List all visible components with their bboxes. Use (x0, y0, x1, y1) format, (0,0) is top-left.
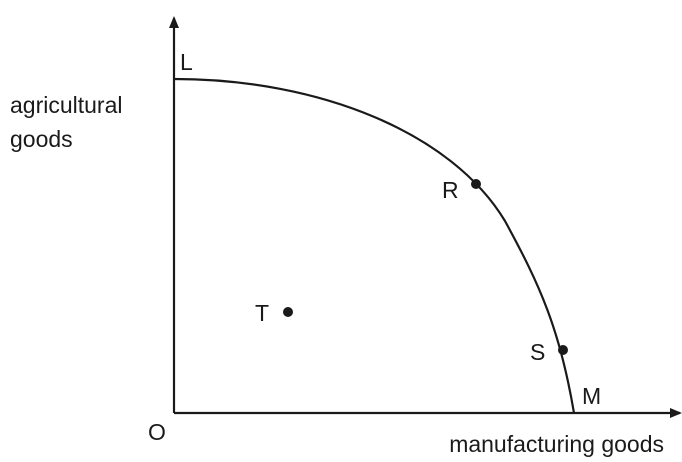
point-r-dot (471, 179, 481, 189)
ppf-curve (173, 77, 576, 414)
x-axis-label: manufacturing goods (449, 431, 664, 457)
point-s-label: S (530, 339, 545, 365)
curve-right-label: M (582, 383, 601, 409)
point-s-dot (558, 345, 568, 355)
origin-label: O (148, 419, 166, 445)
y-axis-label-line-2: goods (10, 126, 73, 152)
point-r-label: R (442, 177, 459, 203)
point-t-dot (283, 307, 293, 317)
curve-top-label: L (180, 49, 193, 75)
y-axis-label-line-1: agricultural (10, 92, 123, 118)
point-t-label: T (255, 300, 269, 326)
